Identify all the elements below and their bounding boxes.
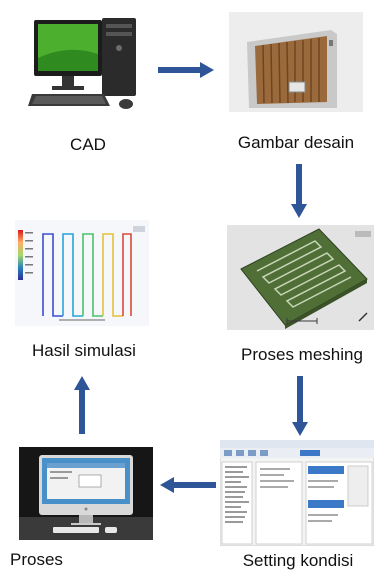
imac-icon <box>19 447 153 540</box>
arrow-right-1 <box>158 62 214 78</box>
cabinet-render-icon <box>229 12 363 112</box>
arrow-left-1 <box>160 477 216 493</box>
mesh-plate-icon <box>227 225 374 330</box>
simulation-result-image <box>15 220 149 326</box>
design-drawing-image <box>229 12 363 112</box>
arrow-down-2 <box>292 376 308 436</box>
arrow-up-1 <box>74 376 90 434</box>
setting-label: Setting kondisi <box>242 551 354 570</box>
cad-computer-image <box>28 14 148 114</box>
setting-image <box>220 440 374 546</box>
proses-label: Proses <box>10 550 63 569</box>
proses-image <box>19 447 153 540</box>
meshing-image <box>227 225 374 330</box>
software-window-icon <box>220 440 374 546</box>
simulation-result-icon <box>15 220 149 326</box>
desktop-computer-icon <box>28 18 136 109</box>
meshing-label: Proses meshing <box>241 345 363 364</box>
hasil-label: Hasil simulasi <box>32 341 136 360</box>
cad-label: CAD <box>70 135 106 154</box>
arrow-down-1 <box>291 164 307 218</box>
design-label: Gambar desain <box>237 133 355 152</box>
